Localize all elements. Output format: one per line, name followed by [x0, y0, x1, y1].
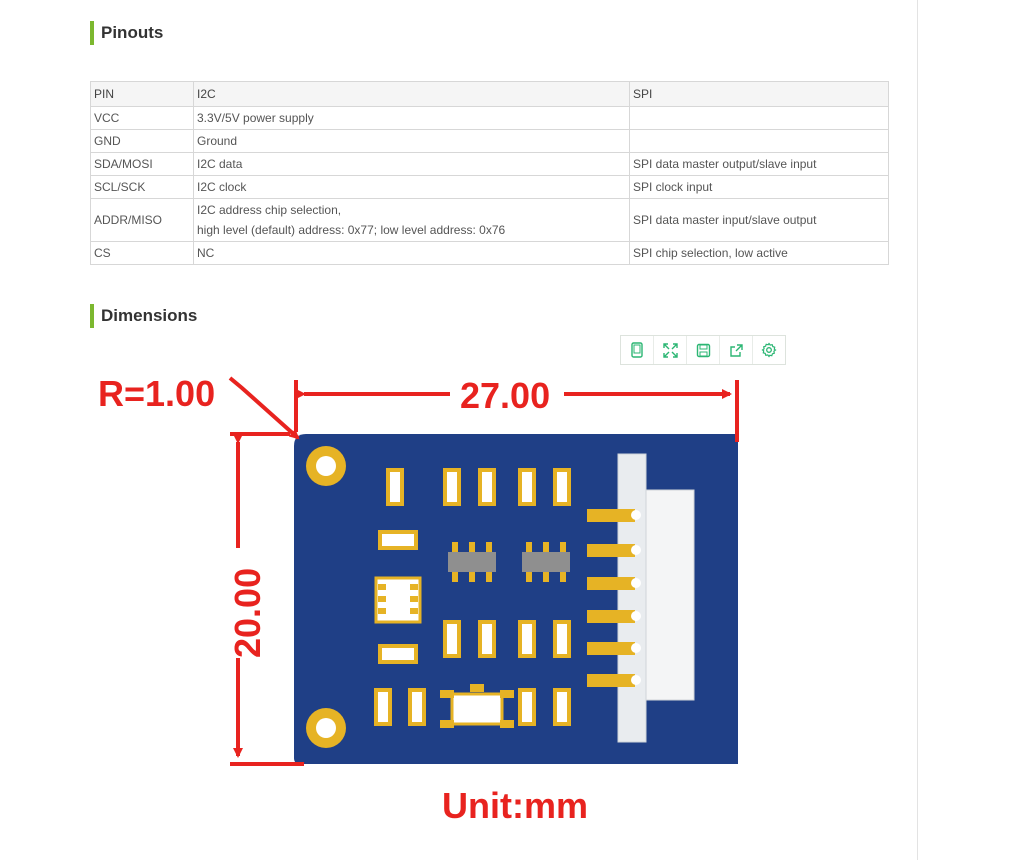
i2c-cell: NC — [193, 241, 630, 265]
i2c-cell: I2C data — [193, 152, 630, 176]
pin-cell: ADDR/MISO — [90, 198, 194, 242]
column-header-spi: SPI — [629, 81, 889, 107]
phone-view-icon[interactable] — [621, 336, 654, 364]
table-row: SCL/SCK I2C clock SPI clock input — [90, 175, 889, 199]
spi-cell: SPI chip selection, low active — [629, 241, 889, 265]
spi-cell: SPI data master output/slave input — [629, 152, 889, 176]
chip — [374, 542, 570, 728]
i2c-cell: Ground — [193, 129, 630, 153]
table-row: GND Ground — [90, 129, 889, 153]
pin-cell: VCC — [90, 106, 194, 130]
pinout-table: PIN I2C SPI VCC 3.3V/5V power supply GND… — [90, 81, 889, 265]
dimension-annotations — [228, 376, 739, 766]
dimensions-heading: Dimensions — [90, 304, 197, 328]
table-row: ADDR/MISO I2C address chip selection, hi… — [90, 198, 889, 242]
share-icon[interactable] — [720, 336, 753, 364]
dimension-drawing: R=1.00 27.00 20.00 Unit:mm — [98, 373, 739, 826]
image-toolbar — [620, 335, 786, 365]
i2c-cell: I2C clock — [193, 175, 630, 199]
i2c-cell-line: high level (default) address: 0x77; low … — [197, 223, 506, 237]
table-row: SDA/MOSI I2C data SPI data master output… — [90, 152, 889, 176]
settings-icon[interactable] — [753, 336, 785, 364]
pinouts-heading: Pinouts — [90, 21, 163, 45]
spi-cell: SPI clock input — [629, 175, 889, 199]
pin-cell: SDA/MOSI — [90, 152, 194, 176]
table-row: VCC 3.3V/5V power supply — [90, 106, 889, 130]
spi-cell — [629, 129, 889, 153]
pcb-board — [294, 434, 738, 764]
column-header-pin: PIN — [90, 81, 194, 107]
i2c-cell: I2C address chip selection, high level (… — [193, 198, 630, 242]
table-header-row: PIN I2C SPI — [90, 81, 889, 107]
i2c-cell-line: I2C address chip selection, — [197, 203, 342, 217]
pin-cell: SCL/SCK — [90, 175, 194, 199]
save-icon[interactable] — [687, 336, 720, 364]
content-divider — [917, 0, 918, 860]
radius-label: R=1.00 — [98, 373, 215, 414]
width-label: 27.00 — [460, 375, 550, 416]
i2c-cell: 3.3V/5V power supply — [193, 106, 630, 130]
table-row: CS NC SPI chip selection, low active — [90, 241, 889, 265]
column-header-i2c: I2C — [193, 81, 630, 107]
height-label: 20.00 — [227, 568, 268, 658]
pin-cell: GND — [90, 129, 194, 153]
spi-cell — [629, 106, 889, 130]
spi-cell: SPI data master input/slave output — [629, 198, 889, 242]
fullscreen-icon[interactable] — [654, 336, 687, 364]
unit-label: Unit:mm — [442, 785, 588, 826]
pin-cell: CS — [90, 241, 194, 265]
